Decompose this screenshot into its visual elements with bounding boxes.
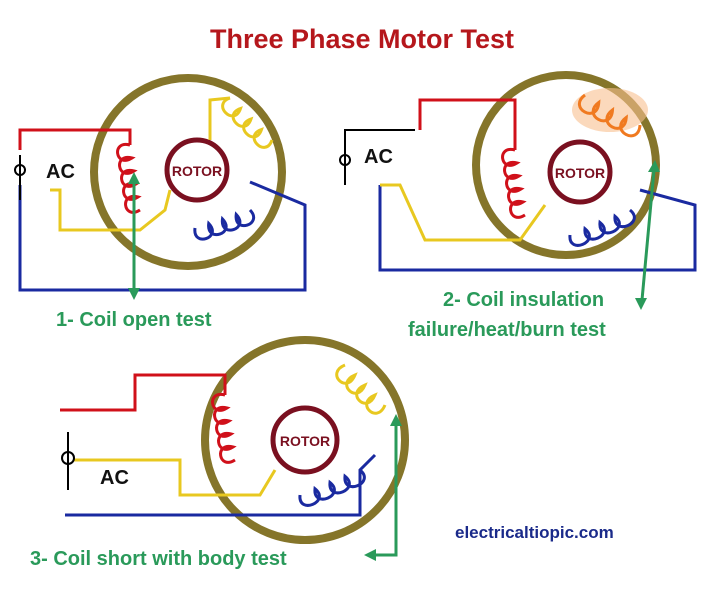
caption-1: 1- Coil open test (56, 309, 212, 331)
green-arrow (640, 169, 656, 301)
caption-3: 3- Coil short with body test (30, 548, 287, 570)
caption-2-line1: 2- Coil insulation (443, 289, 604, 311)
rotor-label: ROTOR (280, 433, 330, 449)
blue-wire (65, 453, 377, 517)
blue-wire (378, 185, 697, 272)
ac-label: AC (364, 146, 393, 168)
red-wire (60, 373, 227, 412)
red-wire (418, 98, 517, 150)
ac-label: AC (100, 467, 129, 489)
rotor (164, 137, 230, 203)
coils (211, 363, 387, 507)
diagram-1-coil-open: ROTOR AC 1- Coil open test (14, 74, 307, 331)
caption-2-line2: failure/heat/burn test (408, 319, 606, 341)
stator-ring (90, 74, 286, 270)
diagram-3-short-body: ROTOR AC 3- Coil short with body test (30, 336, 409, 570)
stator-ring (201, 336, 409, 544)
yellow-wire (50, 188, 172, 232)
rotor-label: ROTOR (555, 165, 605, 181)
blue-coil (568, 208, 636, 247)
red-wire (18, 128, 132, 150)
coils (501, 93, 642, 247)
yellow-wire (72, 458, 277, 497)
green-arrow (372, 425, 398, 557)
diagram-title: Three Phase Motor Test (210, 24, 514, 54)
yellow-wire (380, 183, 547, 242)
ac-label: AC (46, 161, 75, 183)
red-coil (211, 392, 237, 464)
burn-glow (572, 88, 648, 132)
blue-wire (18, 180, 307, 292)
yellow-coil (221, 96, 274, 149)
rotor (270, 405, 340, 475)
yellow-coil (335, 363, 387, 415)
burning-yellow-coil (577, 93, 642, 138)
blue-coil (298, 468, 366, 507)
rotor (547, 139, 613, 205)
diagram-2-insulation: ROTOR AC 2- Coil insulation failure/heat… (339, 71, 697, 341)
watermark: electricaltiopic.com (455, 523, 614, 542)
blue-coil (193, 208, 256, 241)
rotor-label: ROTOR (172, 163, 222, 179)
red-coil (501, 147, 527, 219)
